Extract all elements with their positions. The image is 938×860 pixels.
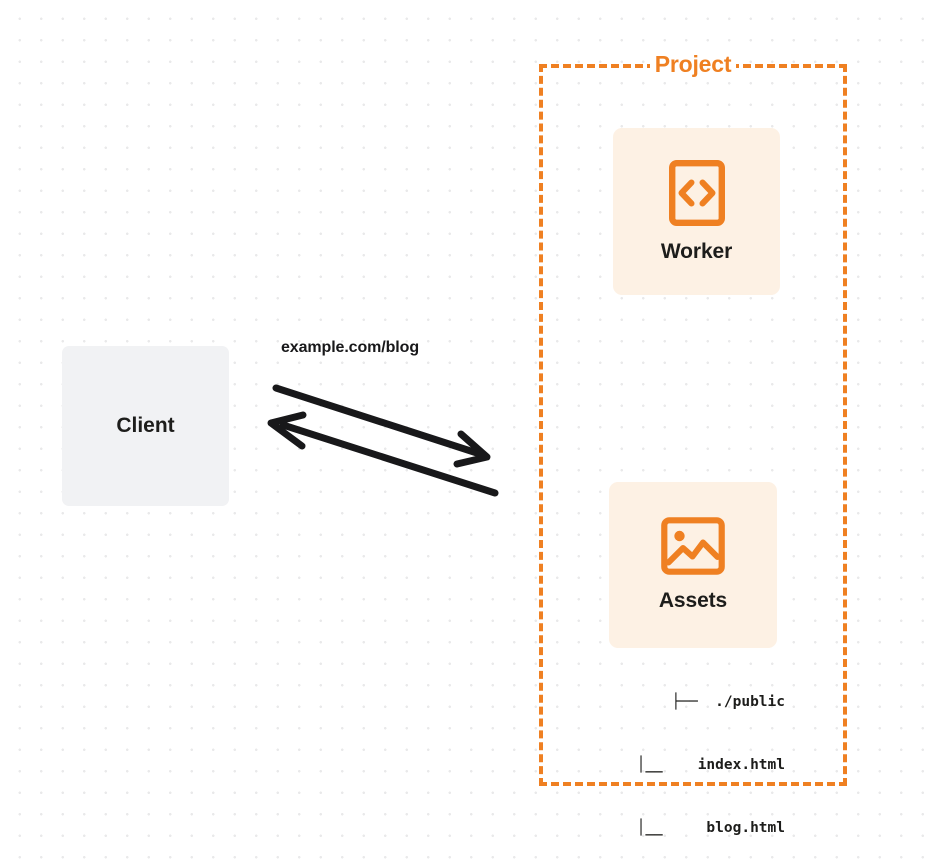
file-tree-row: │__ index.html bbox=[636, 757, 785, 773]
project-label: Project bbox=[539, 50, 847, 78]
image-icon bbox=[661, 517, 725, 575]
node-worker[interactable]: Worker bbox=[613, 128, 780, 295]
code-file-icon bbox=[668, 159, 725, 226]
connection-label: example.com/blog bbox=[281, 339, 419, 356]
node-client[interactable]: Client bbox=[62, 346, 229, 506]
node-client-label: Client bbox=[116, 414, 175, 437]
arrow-response bbox=[267, 411, 499, 497]
arrow-request bbox=[272, 384, 491, 468]
project-label-text: Project bbox=[649, 51, 737, 77]
node-assets-label: Assets bbox=[658, 589, 728, 612]
node-worker-label: Worker bbox=[660, 239, 733, 263]
file-tree-row: │__ blog.html bbox=[636, 820, 785, 836]
node-assets[interactable]: Assets bbox=[609, 482, 777, 648]
assets-file-tree: ├── ./public │__ index.html │__ blog.htm… bbox=[560, 650, 785, 860]
file-tree-row: ├── ./public bbox=[671, 694, 786, 710]
